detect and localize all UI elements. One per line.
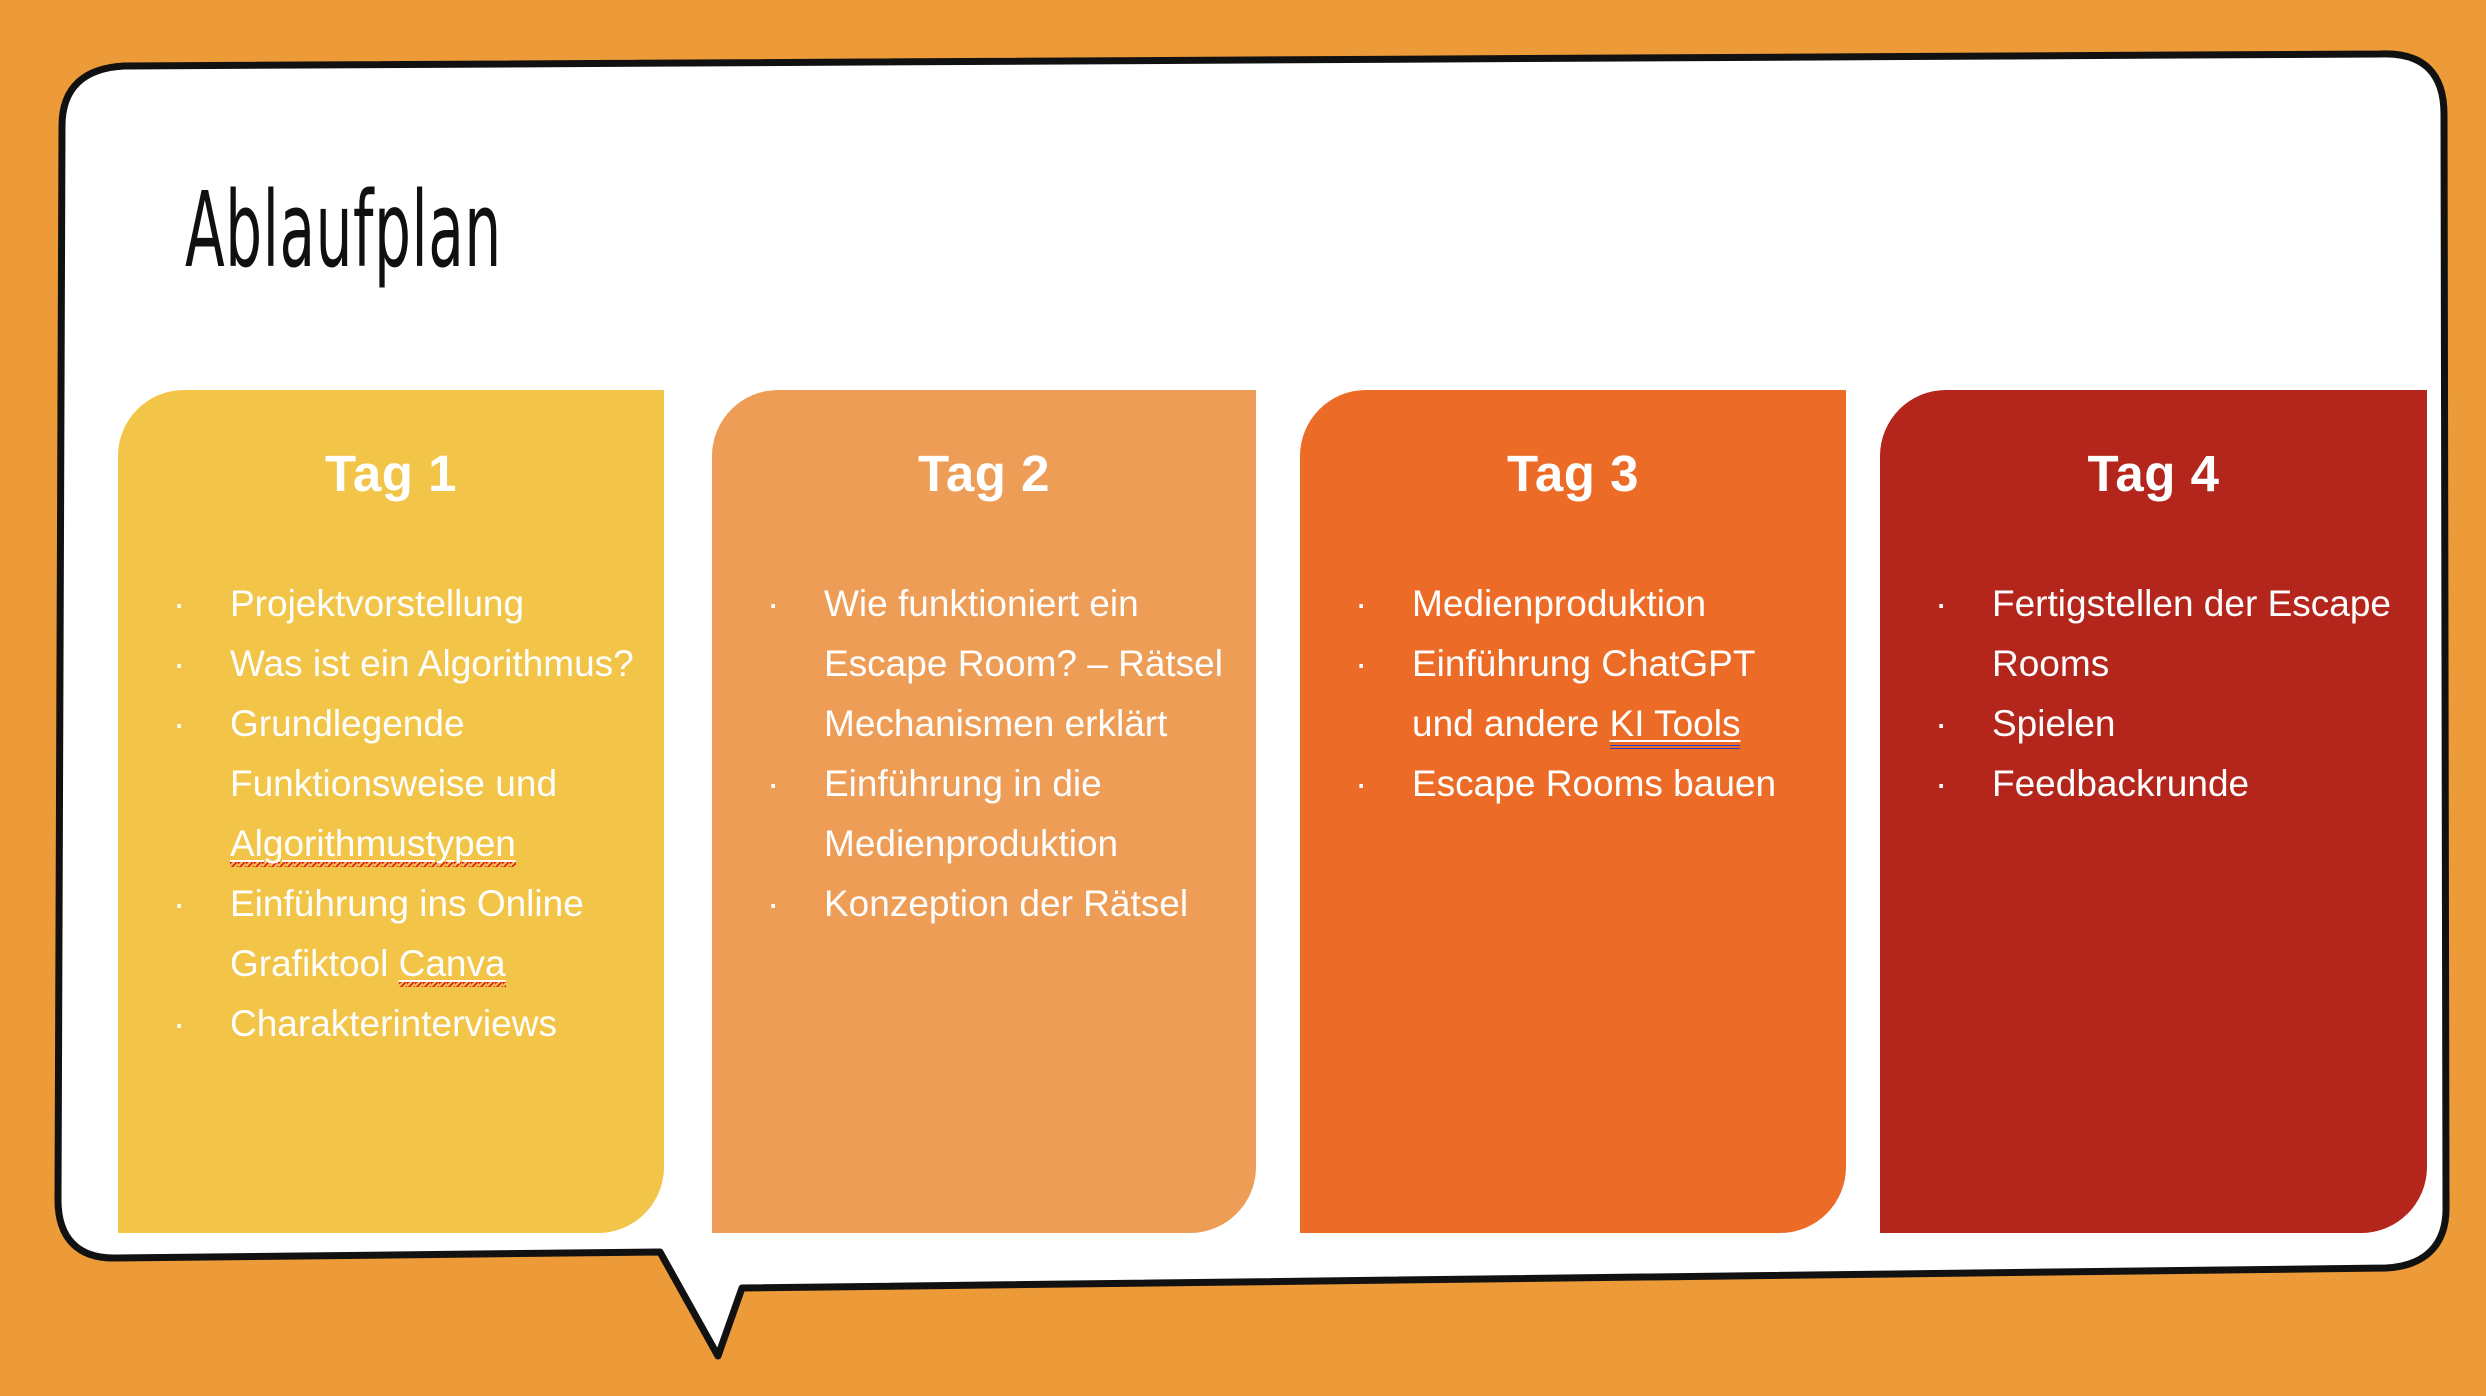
day-card-tag-1[interactable]: Tag 1 · Projektvorstellung · Was ist ein…	[118, 390, 664, 1233]
list-item: · Escape Rooms bauen	[1300, 754, 1846, 814]
bullet-icon: ·	[173, 583, 186, 625]
bullet-icon: ·	[1355, 583, 1368, 625]
bullet-icon: ·	[767, 583, 780, 625]
bullet-icon: ·	[1355, 762, 1368, 804]
list-item-text: Projektvorstellung	[230, 583, 525, 625]
day-card-tag-3[interactable]: Tag 3 · Medienproduktion · Einführung Ch…	[1300, 390, 1846, 1233]
bullet-icon: ·	[173, 643, 186, 685]
bullet-icon: ·	[173, 1002, 186, 1044]
day-card-title: Tag 3	[1507, 445, 1639, 502]
list-item-text: Was ist ein Algorithmus?	[230, 643, 634, 685]
list-item: · Einführung ins Online Grafiktool Canva	[118, 874, 664, 994]
list-item-text: Spielen	[1992, 702, 2116, 744]
list-item-text: Einführung in die Medienproduktion	[824, 762, 1119, 864]
list-item-text: Konzeption der Rätsel	[824, 882, 1189, 924]
bullet-icon: ·	[1355, 643, 1368, 685]
list-item-text: Escape Rooms bauen	[1412, 762, 1777, 804]
list-item: · Einführung ChatGPT und andere KI Tools	[1300, 634, 1846, 754]
bullet-icon: ·	[173, 882, 186, 924]
list-item: · Spielen	[1880, 694, 2427, 754]
bullet-icon: ·	[767, 762, 780, 804]
day-card-title: Tag 1	[325, 445, 457, 502]
list-item-text: Medienproduktion	[1412, 583, 1707, 625]
list-item-text: Einführung ChatGPT und andere	[1412, 643, 1755, 744]
page-title: Ablaufplan	[185, 168, 502, 291]
list-item: · Charakterinterviews	[118, 994, 664, 1054]
list-item: · Wie funktioniert ein Escape Room? – Rä…	[712, 574, 1256, 754]
list-item-text: Wie funktioniert ein Escape Room? – Räts…	[824, 583, 1223, 744]
day-card-list: · Projektvorstellung · Was ist ein Algor…	[118, 502, 664, 1054]
day-card-title: Tag 4	[2087, 445, 2220, 502]
list-item-text: Einführung ins Online Grafiktool	[230, 882, 584, 984]
list-item: · Projektvorstellung	[118, 574, 664, 634]
list-item: · Feedbackrunde	[1880, 754, 2427, 814]
list-item-text: Grundlegende Funktionsweise und	[230, 702, 558, 804]
list-item: · Grundlegende Funktionsweise und Algori…	[118, 694, 664, 874]
list-item: · Einführung in die Medienproduktion	[712, 754, 1256, 874]
list-item: · Medienproduktion	[1300, 574, 1846, 634]
day-card-title: Tag 2	[918, 445, 1050, 502]
ki-tools-link[interactable]: KI Tools	[1609, 702, 1741, 749]
day-card-list: · Fertigstellen der Escape Rooms · Spiel…	[1880, 502, 2427, 814]
day-card-tag-2[interactable]: Tag 2 · Wie funktioniert ein Escape Room…	[712, 390, 1256, 1233]
list-item: · Was ist ein Algorithmus?	[118, 634, 664, 694]
bullet-icon: ·	[767, 882, 780, 924]
bullet-icon: ·	[173, 702, 186, 744]
day-card-list: · Medienproduktion · Einführung ChatGPT …	[1300, 502, 1846, 814]
list-item: · Fertigstellen der Escape Rooms	[1880, 574, 2427, 694]
day-card-list: · Wie funktioniert ein Escape Room? – Rä…	[712, 502, 1256, 934]
bullet-icon: ·	[1935, 702, 1948, 744]
spellcheck-word: Canva	[398, 942, 506, 987]
list-item-text: Fertigstellen der Escape Rooms	[1992, 583, 2391, 685]
list-item-text: Feedbackrunde	[1992, 762, 2250, 804]
bullet-icon: ·	[1935, 762, 1948, 804]
list-item-text: Charakterinterviews	[230, 1002, 557, 1044]
bullet-icon: ·	[1935, 583, 1948, 625]
list-item: · Konzeption der Rätsel	[712, 874, 1256, 934]
spellcheck-word: Algorithmustypen	[230, 822, 516, 867]
day-card-tag-4[interactable]: Tag 4 · Fertigstellen der Escape Rooms ·…	[1880, 390, 2427, 1233]
